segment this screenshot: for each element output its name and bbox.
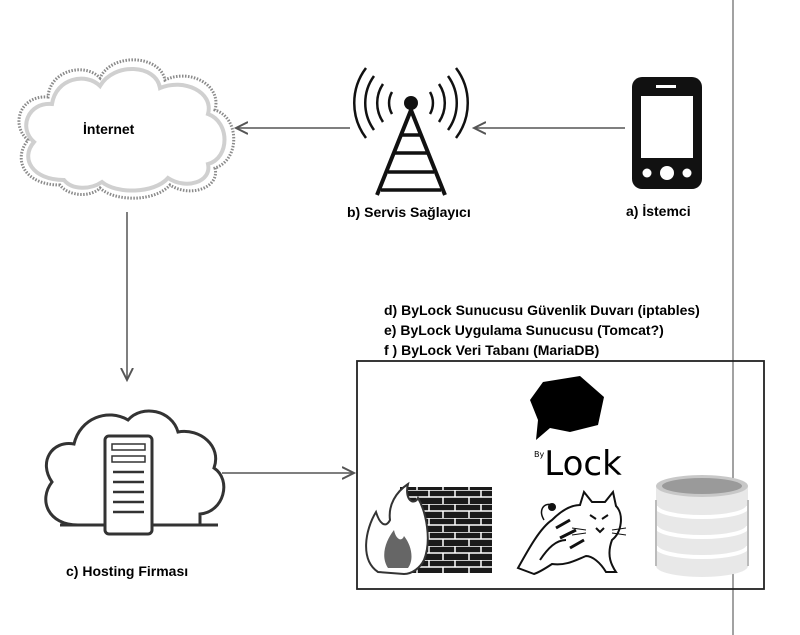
smartphone-icon xyxy=(632,77,702,189)
chat-bubble-icon xyxy=(530,376,604,440)
database-icon xyxy=(654,475,750,577)
cloud-server-icon xyxy=(44,409,226,536)
tomcat-icon xyxy=(516,489,627,576)
bylock-logo-small: By xyxy=(534,450,545,459)
server-components-list: d) ByLock Sunucusu Güvenlik Duvarı (ipta… xyxy=(384,300,700,360)
bylock-logo-main: Lock xyxy=(544,444,622,484)
client-label: a) İstemci xyxy=(626,203,691,219)
bylock-logo-text: ByLock xyxy=(534,444,622,484)
cloud-icon xyxy=(17,58,236,200)
antenna-tower-icon xyxy=(353,67,469,196)
firewall-component-label: d) ByLock Sunucusu Güvenlik Duvarı (ipta… xyxy=(384,302,700,318)
database-component-label: f ) ByLock Veri Tabanı (MariaDB) xyxy=(384,342,600,358)
internet-label: İnternet xyxy=(83,121,135,137)
app-server-component-label: e) ByLock Uygulama Sunucusu (Tomcat?) xyxy=(384,322,664,338)
provider-label: b) Servis Sağlayıcı xyxy=(347,204,471,220)
hosting-label: c) Hosting Firması xyxy=(66,563,189,579)
firewall-icon xyxy=(365,481,492,576)
server-box xyxy=(356,360,765,590)
